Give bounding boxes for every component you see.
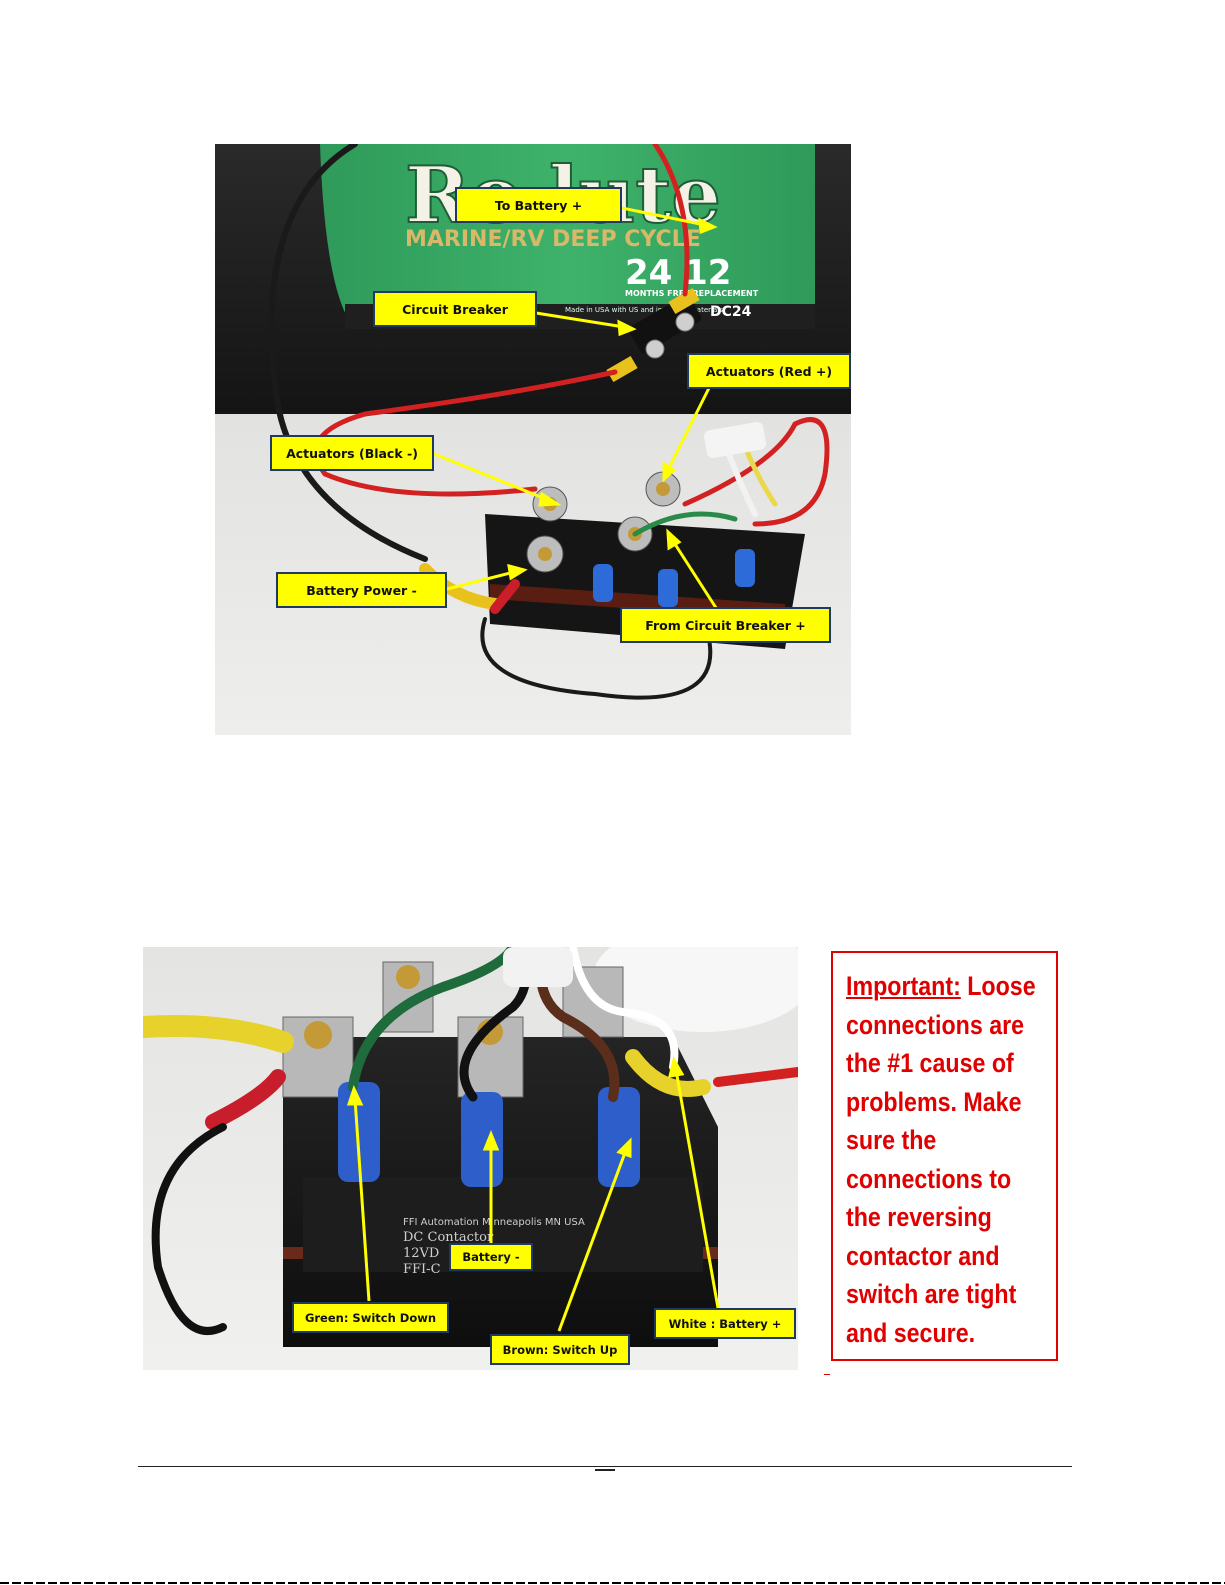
note-tiny-mark — [824, 1374, 830, 1375]
important-note-heading: Important: — [846, 971, 961, 1001]
callout-circuit-breaker: Circuit Breaker — [373, 291, 537, 327]
terminal-posts — [282, 961, 624, 1098]
contactor-label-line1: FFI Automation Minneapolis MN USA — [403, 1217, 585, 1228]
callout-actuators-red: Actuators (Red +) — [687, 353, 851, 389]
circuit-breaker-graphic — [606, 287, 702, 383]
figure-contactor-photo: FFI Automation Minneapolis MN USA DC Con… — [143, 947, 798, 1370]
footer-page-mark — [595, 1469, 615, 1471]
callout-green-switch-down: Green: Switch Down — [292, 1302, 449, 1333]
contactor-photo-illustration: FFI Automation Minneapolis MN USA DC Con… — [143, 947, 798, 1370]
important-note-text: Important: Loose connections are the #1 … — [846, 967, 1051, 1352]
battery-fine-print: Made in USA with US and imported materia… — [565, 306, 723, 314]
contactor-label-line3: 12VD — [403, 1246, 439, 1261]
contactor-label-line4: FFI-C — [403, 1262, 441, 1277]
callout-brown-switch-up: Brown: Switch Up — [490, 1334, 630, 1365]
callout-battery-minus: Battery - — [449, 1243, 533, 1271]
important-note-body: Loose connections are the #1 cause of pr… — [846, 971, 1036, 1348]
footer-rule — [138, 1466, 1072, 1467]
battery-warranty-numbers: 24 12 — [625, 253, 731, 293]
callout-to-battery: To Battery + — [455, 187, 622, 223]
battery-model: DC24 — [710, 304, 752, 320]
callout-white-battery-plus: White : Battery + — [654, 1308, 796, 1339]
callout-battery-power: Battery Power - — [276, 572, 447, 608]
contactor-label-line2: DC Contactor — [403, 1230, 494, 1245]
bottom-page-border — [0, 1582, 1225, 1584]
callout-actuators-black: Actuators (Black -) — [270, 435, 434, 471]
battery-type-text: MARINE/RV DEEP CYCLE — [405, 227, 701, 252]
wires2-graphic — [143, 947, 798, 1335]
callout-from-circuit-breaker: From Circuit Breaker + — [620, 607, 831, 643]
important-note-box — [831, 951, 1058, 1361]
